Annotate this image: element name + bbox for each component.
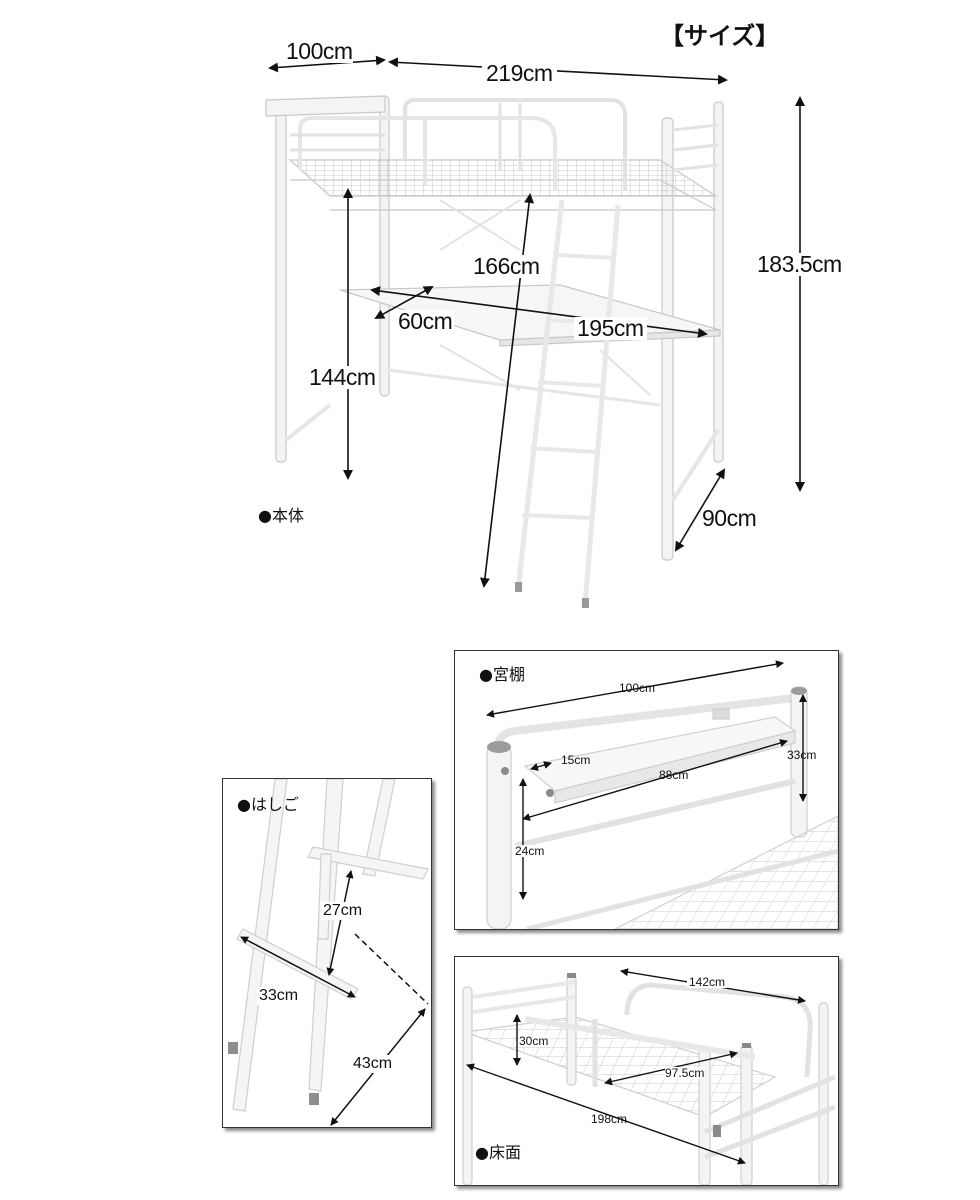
dim-shelf-panel-clearance: 24cm xyxy=(515,844,545,858)
bed-floor-drawing xyxy=(462,968,836,1185)
dim-depth: 90cm xyxy=(702,505,757,531)
dim-ladder-step-pitch: 27cm xyxy=(321,902,365,920)
page-title: 【サイズ】 xyxy=(660,21,780,50)
dim-under-height: 166cm xyxy=(470,255,543,278)
dim-ladder-base-spread: 43cm xyxy=(351,1055,395,1073)
dim-floor-guard-length: 142cm xyxy=(687,975,728,989)
caption-bed-floor: ●床面 xyxy=(475,1143,521,1162)
ladder-detail-drawing xyxy=(228,779,429,1126)
dim-floor-length: 198cm xyxy=(591,1112,628,1126)
dim-total-height: 183.5cm xyxy=(755,251,844,277)
bed-floor-panel: 142cm 30cm 97.5cm 198cm ●床面 xyxy=(454,956,839,1186)
bed-frame xyxy=(265,95,724,608)
dim-shelf-panel-width: 100cm xyxy=(619,681,656,695)
dim-ladder-step-width: 33cm xyxy=(257,987,301,1005)
dim-total-length: 219cm xyxy=(482,62,557,85)
dim-floor-guard-height: 30cm xyxy=(519,1034,549,1048)
dim-shelf-panel-depth: 15cm xyxy=(561,753,591,767)
caption-headboard-shelf: ●宮棚 xyxy=(479,665,525,684)
caption-main-body: ●本体 xyxy=(258,506,304,525)
dim-shelf-panel-inner: 88cm xyxy=(659,768,689,782)
dim-shelf-width: 100cm xyxy=(286,38,353,64)
dim-leg-height: 144cm xyxy=(307,364,378,390)
caption-ladder: ●はしご xyxy=(237,795,299,814)
dim-shelf-panel-height: 33cm xyxy=(787,748,817,762)
ladder-detail-panel: ●はしご 27cm 33cm 43cm xyxy=(222,778,432,1128)
headboard-shelf-panel: ●宮棚 100cm 15cm 88cm 33cm 24cm xyxy=(454,650,839,930)
dim-desk-depth: 60cm xyxy=(396,308,455,334)
headboard-shelf-drawing xyxy=(486,660,838,929)
dim-floor-width: 97.5cm xyxy=(665,1066,705,1080)
dim-desk-length: 195cm xyxy=(574,317,647,340)
loft-bed-illustration xyxy=(265,55,805,608)
